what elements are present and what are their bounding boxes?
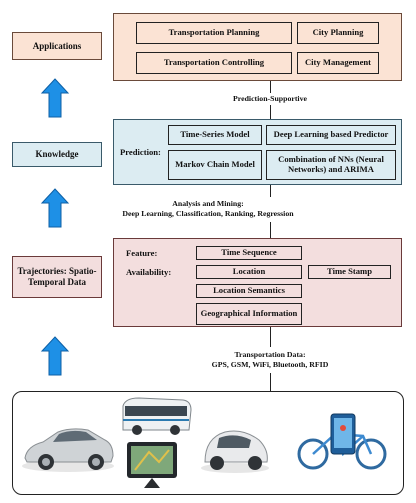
transportation-data-line1: Transportation Data: [234, 350, 306, 359]
availability-label: Availability: [126, 267, 172, 277]
connector-transportation-data: Transportation Data: GPS, GSM, WiFi, Blu… [62, 350, 416, 369]
applications-label: Applications [12, 32, 102, 60]
trajectories-label: Trajectories: Spatio-Temporal Data [12, 256, 102, 298]
car-icon [22, 428, 114, 472]
knowledge-cell-time-series: Time-Series Model [168, 125, 262, 145]
connector-analysis-mining: Analysis and Mining: Deep Learning, Clas… [0, 199, 416, 218]
trajectories-panel: Feature: Availability: Time Sequence Loc… [113, 238, 402, 327]
app-cell-city-management: City Management [297, 52, 379, 74]
connector-line [270, 81, 271, 93]
bicycle-phone-icon [297, 413, 387, 470]
app-cell-city-planning: City Planning [297, 22, 379, 44]
connector-line [270, 185, 271, 197]
analysis-mining-line2: Deep Learning, Classification, Ranking, … [122, 208, 294, 218]
connector-prediction-supportive: Prediction-Supportive [233, 94, 307, 103]
electric-car-icon [201, 430, 269, 473]
traj-cell-time-sequence: Time Sequence [196, 246, 302, 260]
feature-label: Feature: [126, 248, 158, 258]
up-arrow-icon [40, 78, 70, 118]
applications-panel: Transportation Planning City Planning Tr… [113, 13, 402, 81]
analysis-mining-line1: Analysis and Mining: [172, 199, 244, 208]
devices-panel [12, 391, 404, 495]
transportation-data-line2: GPS, GSM, WiFi, Bluetooth, RFID [211, 359, 329, 369]
traj-cell-time-stamp: Time Stamp [308, 265, 391, 279]
app-cell-transportation-controlling: Transportation Controlling [136, 52, 292, 74]
prediction-label: Prediction: [120, 147, 161, 157]
applications-label-text: Applications [32, 40, 82, 51]
knowledge-cell-nn-arima: Combination of NNs (Neural Networks) and… [266, 150, 396, 180]
connector-line [270, 373, 271, 391]
traj-cell-location: Location [196, 265, 302, 279]
knowledge-panel: Prediction: Time-Series Model Deep Learn… [113, 119, 402, 185]
knowledge-cell-markov: Markov Chain Model [168, 150, 262, 180]
traj-cell-location-semantics: Location Semantics [196, 284, 302, 298]
up-arrow-icon [40, 188, 70, 228]
traj-cell-geographical-information: Geographical Information [196, 303, 302, 325]
connector-line [270, 327, 271, 347]
up-arrow-icon [40, 336, 70, 376]
connector-line [270, 105, 271, 119]
devices-illustration [22, 397, 387, 488]
bus-icon [122, 397, 192, 435]
knowledge-label: Knowledge [12, 142, 102, 167]
trajectories-label-text: Trajectories: Spatio-Temporal Data [17, 266, 97, 287]
app-cell-transportation-planning: Transportation Planning [136, 22, 292, 44]
knowledge-label-text: Knowledge [35, 149, 79, 160]
knowledge-cell-deep-learning: Deep Learning based Predictor [266, 125, 396, 145]
gps-device-icon [127, 442, 177, 488]
connector-line [270, 222, 271, 238]
